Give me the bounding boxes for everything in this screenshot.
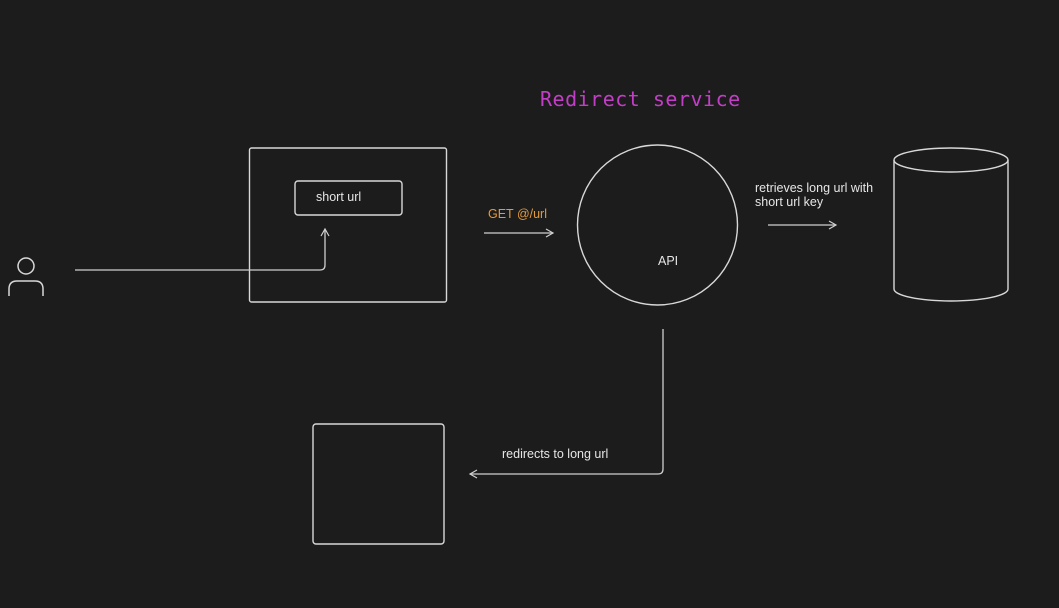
get-request-label: GET @/url xyxy=(488,207,547,221)
api-node xyxy=(576,144,739,306)
database-icon xyxy=(893,147,1009,302)
user-icon xyxy=(8,257,44,296)
destination-page xyxy=(312,423,445,545)
short-url-field xyxy=(294,180,403,216)
browser-window xyxy=(248,147,448,303)
redirect-arrow xyxy=(468,329,664,479)
api-label: API xyxy=(658,254,679,268)
short-url-label: short url xyxy=(316,190,362,204)
user-click-arrow xyxy=(75,227,330,271)
retrieve-label: retrieves long url with short url key xyxy=(755,181,874,209)
diagram-title: Redirect service xyxy=(540,87,741,111)
redirect-label: redirects to long url xyxy=(502,447,609,461)
